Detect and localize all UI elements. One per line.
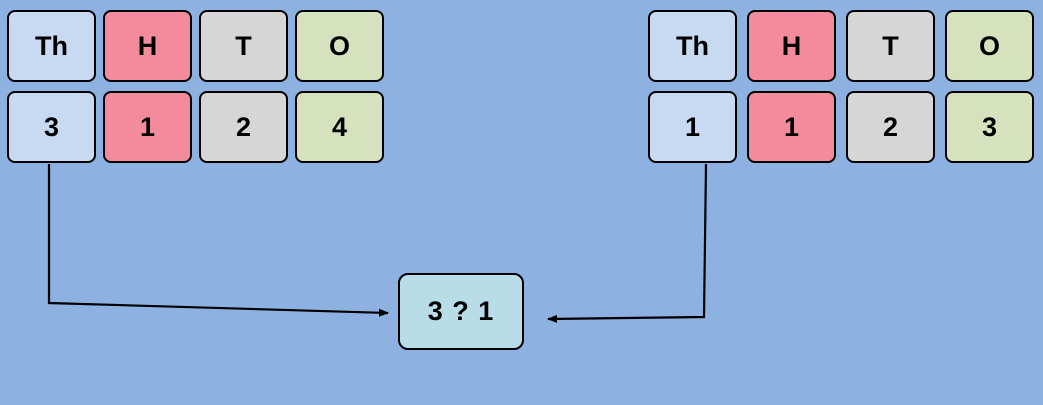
left-digit-hundreds: 1 bbox=[103, 91, 192, 163]
left-header-tens: T bbox=[199, 10, 288, 82]
right-digit-thousands: 1 bbox=[648, 91, 737, 163]
right-header-hundreds: H bbox=[747, 10, 836, 82]
right-header-thousands: Th bbox=[648, 10, 737, 82]
right-digit-ones: 3 bbox=[945, 91, 1034, 163]
left-header-hundreds: H bbox=[103, 10, 192, 82]
left-header-thousands: Th bbox=[7, 10, 96, 82]
right-digit-hundreds: 1 bbox=[747, 91, 836, 163]
left-digit-tens: 2 bbox=[199, 91, 288, 163]
right-header-ones: O bbox=[945, 10, 1034, 82]
left-header-ones: O bbox=[295, 10, 384, 82]
comparison-box: 3 ? 1 bbox=[398, 273, 524, 350]
left-connector-arrow bbox=[47, 164, 389, 317]
right-connector-arrow bbox=[547, 163, 708, 323]
left-digit-thousands: 3 bbox=[7, 91, 96, 163]
right-header-tens: T bbox=[846, 10, 935, 82]
right-digit-tens: 2 bbox=[846, 91, 935, 163]
left-digit-ones: 4 bbox=[295, 91, 384, 163]
